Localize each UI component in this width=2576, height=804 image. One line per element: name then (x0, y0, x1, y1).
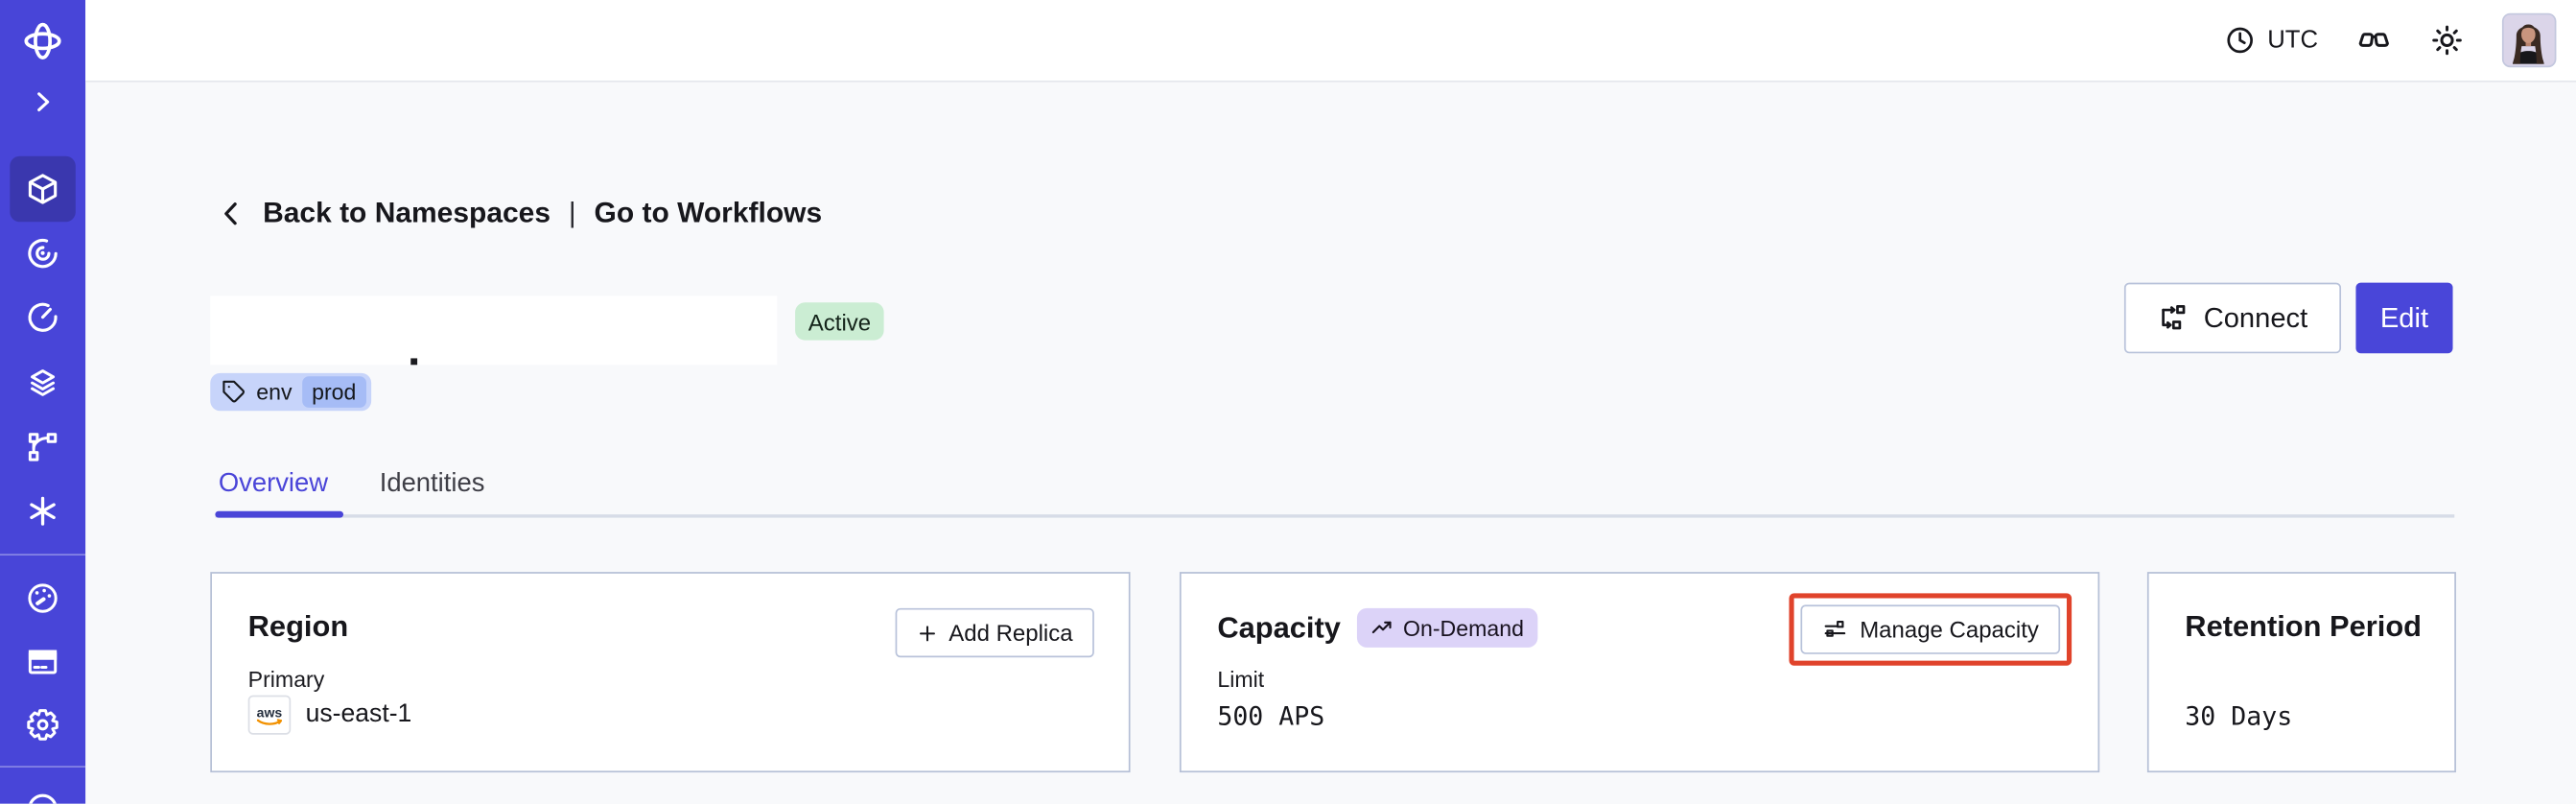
trending-up-icon (1370, 616, 1395, 641)
topbar: UTC (85, 0, 2576, 83)
sliders-icon (1822, 616, 1848, 642)
theme-toggle-button[interactable] (2430, 23, 2465, 58)
tab-identities[interactable]: Identities (379, 469, 485, 499)
glasses-icon (2355, 22, 2392, 59)
plus-icon (916, 622, 937, 643)
sidebar-divider (0, 554, 86, 556)
timezone-label: UTC (2267, 26, 2319, 55)
limit-value: 500 APS (1217, 701, 1325, 732)
status-badge: Active (795, 302, 884, 341)
capacity-card: Capacity On-Demand Manage Capacity (1179, 572, 2100, 773)
breadcrumb: Back to Namespaces | Go to Workflows (215, 196, 822, 230)
tag-key: env (256, 379, 293, 405)
sidebar-item-settings gear-icon[interactable] (24, 706, 61, 744)
region-card: Region Add Replica Primary aws us-east-1 (210, 572, 1131, 773)
sidebar-item-billing browser-card-icon[interactable] (25, 644, 61, 680)
sidebar-item-batch-operations asterisk-icon[interactable] (25, 493, 61, 530)
retention-value: 30 Days (2185, 701, 2293, 732)
sidebar-item-deployments layers-icon[interactable] (25, 365, 61, 401)
clock-icon (2225, 25, 2257, 57)
namespace-name-redacted (210, 296, 778, 366)
svg-text:aws: aws (257, 704, 283, 720)
edit-button[interactable]: Edit (2355, 282, 2453, 354)
primary-region-value: us-east-1 (305, 699, 412, 728)
breadcrumb-separator: | (568, 195, 576, 229)
sidebar-item-schedules timer-icon[interactable] (25, 299, 61, 336)
tab-overview[interactable]: Overview (218, 469, 329, 499)
sun-icon (2430, 23, 2465, 58)
redaction-artifact-dot (410, 358, 418, 366)
aws-logo: aws (247, 695, 292, 735)
tag-value: prod (301, 376, 366, 408)
namespace-tag-chip: env prod (210, 372, 371, 412)
connect-flow-icon (2158, 301, 2190, 334)
tabs-divider-line (215, 514, 2455, 517)
primary-label: Primary (247, 667, 325, 693)
go-to-workflows-link[interactable]: Go to Workflows (594, 195, 823, 229)
tag-icon (222, 380, 246, 405)
sidebar-divider (0, 766, 86, 768)
capacity-card-title: Capacity (1217, 611, 1341, 645)
manage-capacity-button[interactable]: Manage Capacity (1800, 604, 2061, 654)
add-replica-button[interactable]: Add Replica (894, 607, 1094, 658)
sidebar-item-nexus branch-icon[interactable] (25, 429, 61, 465)
limit-label: Limit (1217, 667, 1265, 693)
retention-card-title: Retention Period (2185, 609, 2423, 643)
chevron-left-icon[interactable] (215, 197, 247, 229)
sidebar-item-usage gauge-icon[interactable] (25, 580, 61, 617)
retention-card: Retention Period 30 Days (2146, 572, 2456, 773)
on-demand-badge: On-Demand (1357, 607, 1537, 648)
primary-region-row: aws us-east-1 (247, 695, 412, 735)
back-to-namespaces-link[interactable]: Back to Namespaces (263, 195, 551, 229)
active-tab-underline (215, 510, 344, 517)
timezone-button[interactable]: UTC (2225, 25, 2318, 57)
labs-glasses-button[interactable] (2355, 22, 2392, 59)
region-card-title: Region (247, 609, 349, 643)
sidebar-expand-chevron-icon[interactable] (28, 87, 58, 117)
sidebar-item-support circle-icon[interactable] (25, 791, 61, 804)
temporal-logo-icon[interactable] (21, 20, 64, 63)
user-avatar[interactable] (2501, 12, 2557, 68)
sidebar (0, 0, 86, 804)
topbar-actions: UTC (2225, 0, 2557, 81)
sidebar-item-workflows spiral-icon[interactable] (25, 235, 61, 272)
connect-button[interactable]: Connect (2123, 282, 2342, 354)
sidebar-item-namespaces cube-icon[interactable] (24, 170, 61, 207)
annotation-highlight-box: Manage Capacity (1789, 593, 2073, 666)
